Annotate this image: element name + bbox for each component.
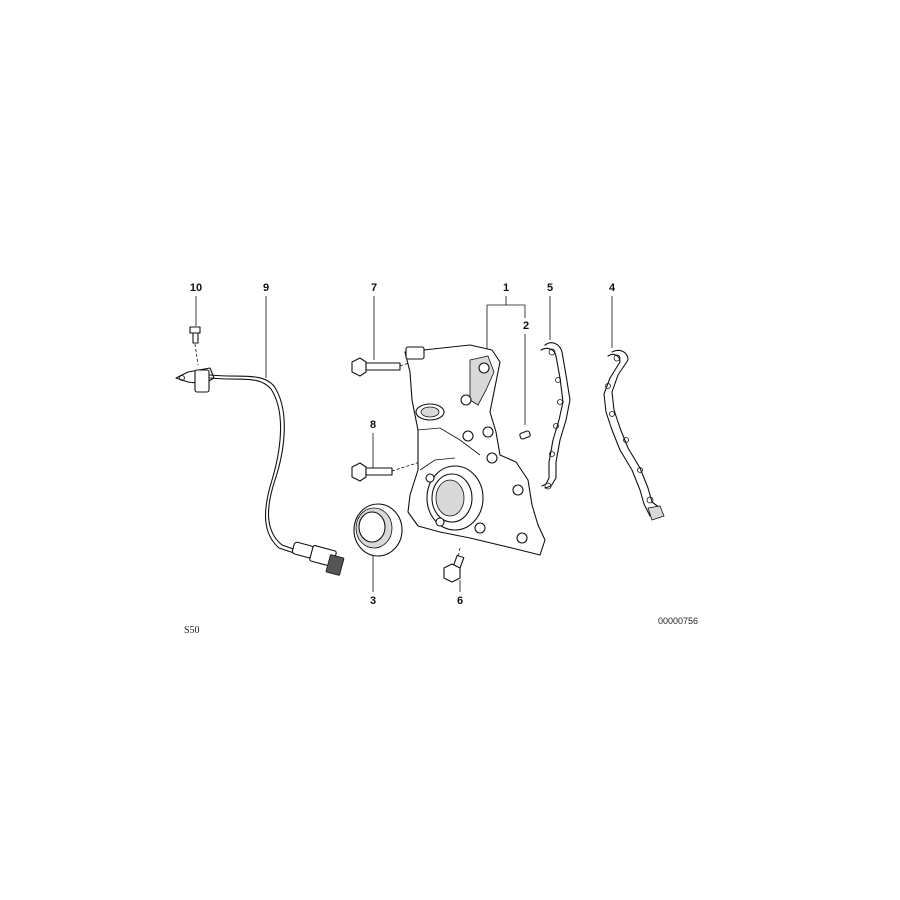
callout-3: 3 <box>369 595 377 607</box>
seal-ring-3 <box>353 503 403 557</box>
callout-4: 4 <box>608 282 616 294</box>
diagram-number: 00000756 <box>658 616 699 626</box>
callout-9: 9 <box>262 282 270 294</box>
diagram-code: S50 <box>184 625 200 636</box>
sensor-cable-9 <box>175 367 345 576</box>
callout-2: 2 <box>522 320 530 332</box>
timing-cover-1 <box>404 344 546 556</box>
bolt-8 <box>351 461 421 482</box>
bolt-7 <box>351 357 413 377</box>
callout-1: 1 <box>502 282 510 294</box>
callout-10: 10 <box>189 282 203 294</box>
callout-5: 5 <box>546 282 554 294</box>
bolt-6 <box>443 547 465 583</box>
bolt-10 <box>189 326 201 366</box>
dowel-pin-2 <box>519 430 531 440</box>
callout-7: 7 <box>370 282 378 294</box>
leader-lines <box>195 296 613 592</box>
callout-6: 6 <box>456 595 464 607</box>
gasket-5 <box>540 342 571 490</box>
callout-8: 8 <box>369 419 377 431</box>
gasket-4 <box>603 349 665 521</box>
